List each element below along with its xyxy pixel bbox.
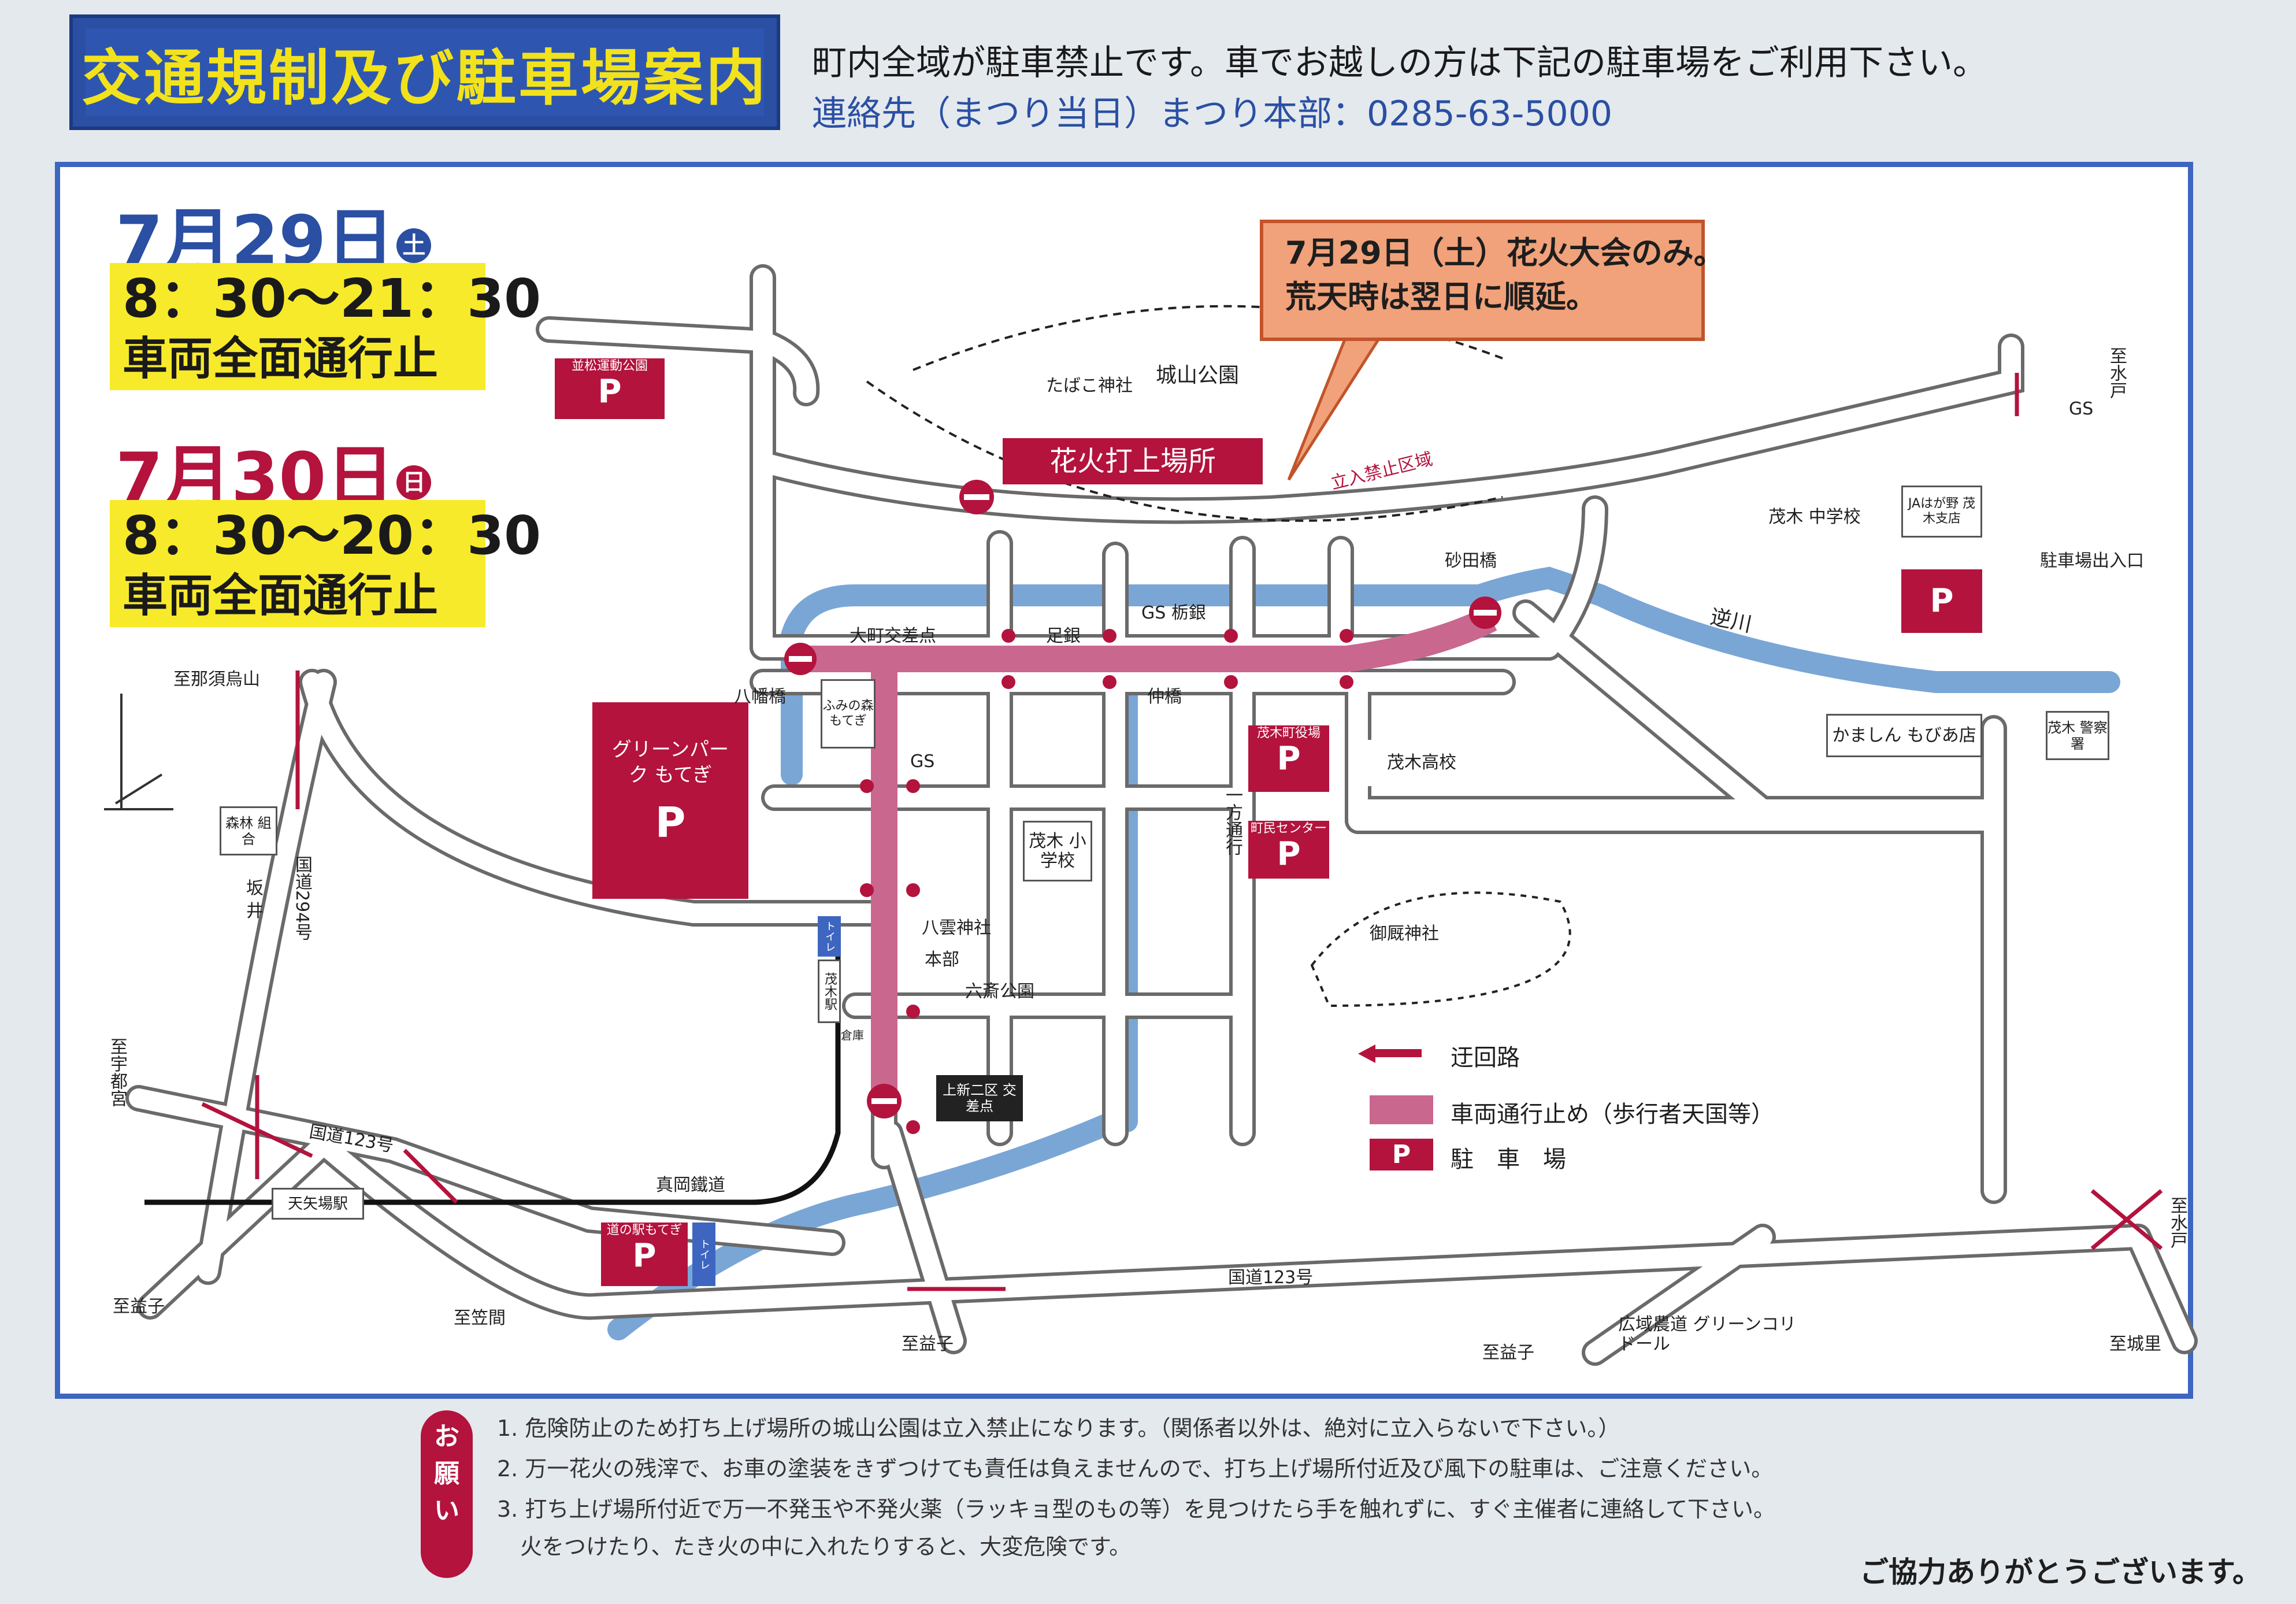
gs-label: GS <box>910 751 935 772</box>
toilet-south-icon: トイレ <box>692 1223 715 1286</box>
to-shirosato-label: 至城里 <box>2109 1334 2161 1354</box>
route294-label: 国道294号 <box>292 855 312 941</box>
note-1: 1. 危険防止のため打ち上げ場所の城山公園は立入禁止になります。（関係者以外は、… <box>497 1416 1620 1441</box>
omachi-intersection-label: 大町交差点 <box>850 626 936 646</box>
weekday-sat: 土 <box>396 228 432 263</box>
weekday-sun: 日 <box>396 465 432 500</box>
motegi-jhs: 茂木 中学校 <box>1757 474 1872 561</box>
parking-notice: 町内全域が駐車禁止です。車でお越しの方は下記の駐車場をご利用下さい。 <box>812 43 1987 83</box>
gs-tochigin-label: GS 栃銀 <box>1141 603 1206 623</box>
legend-detour-icon <box>1370 1049 1422 1057</box>
ja-branch: JAはが野 茂木支店 <box>1901 486 1982 538</box>
page-title: 交通規制及び駐車場案内 <box>81 42 769 113</box>
closure-text-day2: 車両全面通行止 <box>123 570 439 622</box>
title-banner: 交通規制及び駐車場案内 <box>69 14 780 130</box>
fumi-no-mori: ふみの森 もてぎ <box>821 679 876 749</box>
note-3: 3. 打ち上げ場所付近で万一不発玉や不発火薬（ラッキョ型のもの等）を見つけたら手… <box>497 1496 1776 1522</box>
legend-closure-label: 車両通行止め（歩行者天国等） <box>1451 1101 1774 1128</box>
north-arrow-icon <box>104 694 173 810</box>
honbu-label: 本部 <box>925 950 959 970</box>
parking-north-east: P <box>1901 569 1982 633</box>
to-mito-east-label: 至水戸 <box>2167 1196 2187 1249</box>
toilet-icon: トイレ <box>818 916 841 957</box>
sunadabashi-label: 砂田橋 <box>1445 551 1497 571</box>
legend-closure-swatch <box>1370 1095 1433 1124</box>
legend-parking-icon: P <box>1370 1139 1433 1170</box>
time-day1: 8：30〜21：30 <box>123 268 541 329</box>
request-badge: お願い <box>421 1410 473 1578</box>
to-mashiko-se-label: 至益子 <box>1482 1343 1534 1363</box>
to-nasu-label: 至那須烏山 <box>173 669 260 690</box>
to-mashiko-south-label: 至益子 <box>902 1334 954 1354</box>
fireworks-callout: 7月29日（土）花火大会のみ。 荒天時は翌日に順延。 <box>1260 220 1725 341</box>
callout-line2: 荒天時は翌日に順延。 <box>1285 279 1597 315</box>
sakai-label: 坂 井 <box>243 879 263 919</box>
motegi-station: 茂木駅 <box>818 960 841 1023</box>
no-entry-boundary <box>866 380 1503 522</box>
motegi-hs: 茂木高校 <box>1364 740 1479 786</box>
detour-arrows <box>201 373 2163 1291</box>
closure-markers <box>784 480 1501 1134</box>
motegi-es: 茂木 小学校 <box>1023 821 1092 881</box>
kamashin-store: かましん もびあ店 <box>1826 714 1982 757</box>
gomoya-boundary <box>1310 891 1571 1007</box>
tenyaba-station: 天矢場駅 <box>272 1188 364 1220</box>
note-3-cont: 火をつけたり、たき火の中に入れたりすると、大変危険です。 <box>520 1534 1132 1559</box>
to-mashiko-west-label: 至益子 <box>113 1296 165 1317</box>
gs-ne-label: GS <box>2069 399 2094 419</box>
callout-pointer <box>1287 334 1384 481</box>
time-day2: 8：30〜20：30 <box>123 505 541 566</box>
to-utsunomiya-label: 至宇都宮 <box>107 1038 127 1107</box>
nakabashi-label: 仲橋 <box>1147 687 1182 707</box>
closed-road <box>798 606 1497 1110</box>
green-corridor-label: 広域農道 グリーンコリドール <box>1618 1314 1797 1354</box>
forest-association: 森林 組合 <box>220 806 277 855</box>
route123-east-label: 国道123号 <box>1228 1268 1314 1288</box>
to-kasama-label: 至笠間 <box>454 1308 506 1328</box>
callout-line1: 7月29日（土）花火大会のみ。 <box>1285 235 1725 271</box>
note-2: 2. 万一花火の残滓で、お車の塗装をきずつけても責任は負えませんので、打ち上げ場… <box>497 1456 1774 1481</box>
hachimanbashi-label: 八幡橋 <box>734 687 786 707</box>
rokusai-park-label: 六斎公園 <box>965 981 1034 1002</box>
one-way-label: 一方通行 <box>1222 786 1242 855</box>
schedule-day2: 8：30〜20：30 車両全面通行止 <box>110 500 541 627</box>
to-mito-top-label: 至水戸 <box>2106 347 2127 399</box>
legend-parking-label: 駐 車 場 <box>1451 1146 1566 1173</box>
schedule-day1: 8：30〜21：30 車両全面通行止 <box>110 263 541 390</box>
thanks-text: ご協力ありがとうございます。 <box>1860 1555 2261 1589</box>
contact-info: 連絡先（まつり当日）まつり本部：0285-63-5000 <box>812 94 1613 134</box>
fireworks-site-label: 花火打上場所 <box>1003 438 1263 484</box>
kamishinni-intersection: 上新二区 交差点 <box>936 1075 1023 1121</box>
legend-detour-label: 迂回路 <box>1451 1044 1520 1071</box>
gomoya-shrine-label: 御厩神社 <box>1370 924 1439 944</box>
closure-text-day1: 車両全面通行止 <box>123 333 439 385</box>
parking-entrance-label: 駐車場出入口 <box>2040 551 2144 571</box>
railway <box>144 936 841 1205</box>
storage-label: 倉庫 <box>841 1028 864 1042</box>
tabako-shrine-label: たばこ神社 <box>1046 376 1133 396</box>
police-station: 茂木 警察署 <box>2046 711 2109 760</box>
ashigin-label: 足銀 <box>1046 626 1081 646</box>
yakumo-shrine-label: 八雲神社 <box>922 918 991 938</box>
mooka-line-label: 真岡鐵道 <box>656 1175 725 1195</box>
shiroyama-park-label: 城山公園 <box>1156 364 1240 387</box>
legend-arrowhead-icon <box>1358 1044 1375 1063</box>
